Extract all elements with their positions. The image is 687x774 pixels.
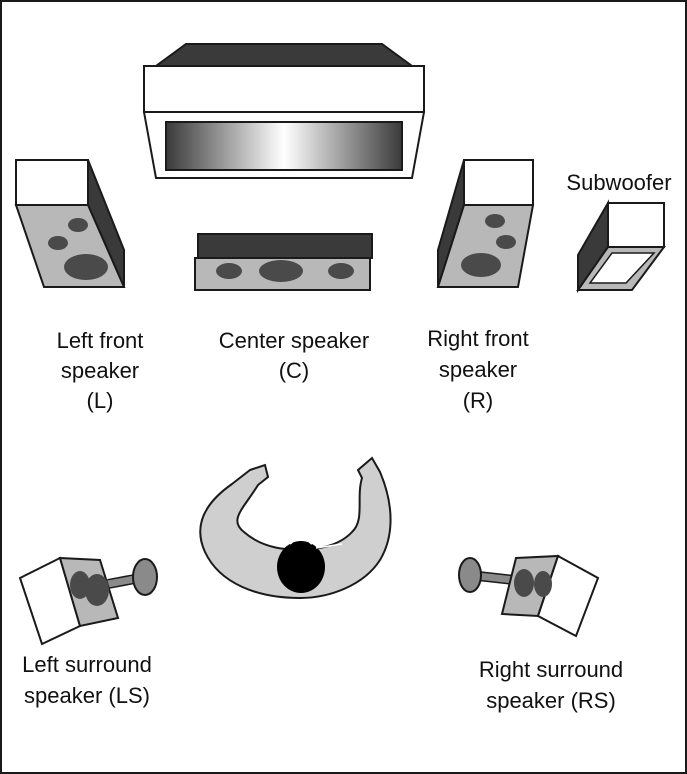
driver-center	[259, 260, 303, 282]
label-left-front-3: (L)	[87, 388, 114, 413]
label-right-front-3: (R)	[463, 388, 494, 413]
label-center-1: Center speaker	[219, 328, 369, 353]
tweeter	[485, 214, 505, 228]
driver	[534, 571, 552, 597]
label-left-surround-1: Left surround	[22, 652, 152, 677]
left-surround-speaker	[18, 556, 158, 646]
right-front-speaker	[436, 159, 535, 288]
center-speaker	[194, 233, 373, 291]
driver	[85, 574, 109, 606]
right-surround-speaker	[458, 554, 600, 638]
label-right-front-1: Right front	[427, 326, 529, 351]
driver	[70, 571, 90, 599]
label-left-front-2: speaker	[61, 358, 139, 383]
midrange	[496, 235, 516, 249]
head	[277, 541, 325, 593]
tweeter	[68, 218, 88, 232]
screen	[165, 121, 403, 171]
woofer	[64, 254, 108, 280]
woofer	[461, 253, 501, 277]
label-subwoofer: Subwoofer	[566, 170, 671, 195]
driver-right	[328, 263, 354, 279]
label-center-2: (C)	[279, 358, 310, 383]
left-front-speaker	[14, 159, 126, 288]
driver	[514, 569, 534, 597]
subwoofer	[576, 199, 666, 294]
label-right-surround-1: Right surround	[479, 657, 623, 682]
label-right-front-2: speaker	[439, 357, 517, 382]
label-right-surround-2: speaker (RS)	[486, 688, 616, 713]
driver-left	[216, 263, 242, 279]
port	[588, 252, 656, 284]
listener	[199, 456, 392, 600]
tv-display	[142, 43, 426, 179]
label-left-front-1: Left front	[57, 328, 144, 353]
stand-base	[132, 558, 158, 596]
midrange	[48, 236, 68, 250]
label-left-surround-2: speaker (LS)	[24, 683, 150, 708]
stand-base	[458, 557, 482, 593]
